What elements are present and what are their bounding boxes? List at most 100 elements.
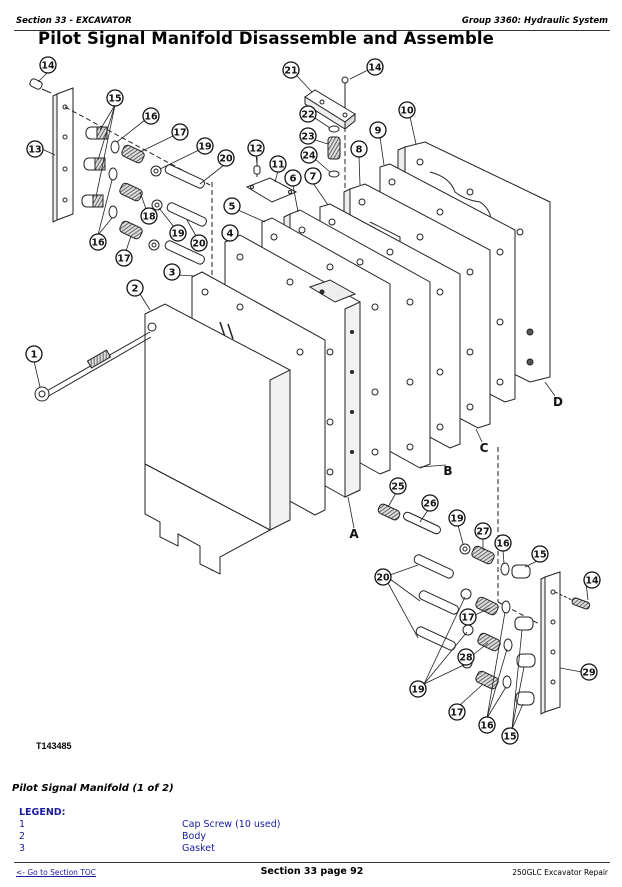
callout-circle	[269, 155, 287, 173]
callout-number: 3	[169, 268, 176, 279]
callout-11: 11	[269, 155, 287, 173]
callout-number: 17	[173, 128, 186, 139]
callout-number: 14	[41, 61, 55, 72]
callout-number: 4	[227, 229, 234, 240]
callout-8: 8	[350, 140, 368, 158]
legend-description: Cap Screw (10 used)	[182, 819, 281, 830]
callout-number: 20	[192, 239, 206, 250]
section-label: Section 33 - EXCAVATOR	[16, 16, 132, 26]
plugs-left	[81, 126, 108, 208]
callout-number: 19	[198, 142, 211, 153]
callout-circle	[299, 127, 317, 145]
callout-circle	[304, 167, 322, 185]
callout-number: 10	[400, 106, 414, 117]
callout-number: 19	[450, 514, 463, 525]
callout-number: 13	[28, 145, 41, 156]
callout-circle	[374, 568, 392, 586]
callout-number: 24	[302, 151, 316, 162]
callout-number: 20	[376, 573, 390, 584]
callout-circle	[398, 101, 416, 119]
callout-number: 16	[91, 238, 105, 249]
callout-number: 15	[503, 732, 516, 743]
callout-circle	[494, 534, 512, 552]
callout-15: 15	[531, 545, 549, 563]
callout-circle	[247, 139, 265, 157]
page-header: Section 33 - EXCAVATOR Group 3360: Hydra…	[14, 14, 610, 31]
callout-13: 13	[26, 140, 44, 158]
callout-circle	[39, 56, 57, 74]
callout-17: 17	[115, 249, 133, 267]
legend-row: 2 Body	[19, 831, 280, 843]
callout-28: 28	[457, 648, 475, 666]
callout-circle	[115, 249, 133, 267]
callout-circle	[501, 727, 519, 745]
callout-16: 16	[494, 534, 512, 552]
legend-number: 3	[19, 843, 26, 854]
cap-screw-1	[34, 331, 152, 402]
callout-14: 14	[39, 56, 57, 74]
book-title: 250GLC Excavator Repair	[512, 868, 608, 877]
callout-17: 17	[448, 703, 466, 721]
callout-circle	[26, 140, 44, 158]
callout-number: 15	[533, 550, 546, 561]
callout-number: 18	[142, 212, 156, 223]
callout-circle	[421, 494, 439, 512]
callout-circle	[106, 89, 124, 107]
assembly-label-D: D	[553, 395, 563, 409]
callout-24: 24	[300, 146, 318, 164]
callout-20: 20	[190, 234, 208, 252]
callout-circle	[448, 509, 466, 527]
callout-number: 28	[459, 653, 473, 664]
callout-circle	[366, 58, 384, 76]
figure-id: T143485	[36, 741, 72, 751]
callout-circle	[171, 123, 189, 141]
callout-27: 27	[474, 522, 492, 540]
callout-26: 26	[421, 494, 439, 512]
page-title: Pilot Signal Manifold Disassemble and As…	[38, 29, 494, 48]
callout-19: 19	[448, 509, 466, 527]
callout-20: 20	[217, 149, 235, 167]
callout-circle	[126, 279, 144, 297]
callout-19: 19	[409, 680, 427, 698]
callout-circle	[409, 680, 427, 698]
callout-12: 12	[247, 139, 265, 157]
callout-circle	[531, 545, 549, 563]
callout-circle	[299, 105, 317, 123]
callout-circle	[474, 522, 492, 540]
callout-17: 17	[459, 608, 477, 626]
callout-number: 15	[108, 94, 121, 105]
callout-number: 16	[144, 112, 158, 123]
cover-11	[245, 157, 298, 203]
callout-number: 25	[391, 482, 404, 493]
cover-21	[304, 76, 356, 178]
callout-9: 9	[369, 121, 387, 139]
callout-16: 16	[142, 107, 160, 125]
callout-number: 14	[368, 63, 382, 74]
legend-row: 3 Gasket	[19, 843, 280, 855]
callout-number: 5	[229, 202, 236, 213]
callout-number: 23	[301, 132, 314, 143]
callout-10: 10	[398, 101, 416, 119]
callout-circle	[221, 224, 239, 242]
callout-circle	[140, 207, 158, 225]
legend-heading: LEGEND:	[19, 807, 66, 818]
callout-circle	[169, 224, 187, 242]
callout-1: 1	[25, 345, 43, 363]
callout-number: 17	[450, 708, 463, 719]
callout-number: 12	[249, 144, 262, 155]
callout-number: 19	[411, 685, 424, 696]
legend: LEGEND: 1 Cap Screw (10 used) 2 Body 3 G…	[19, 807, 280, 855]
section-toc-link[interactable]: <- Go to Section TOC	[16, 868, 97, 877]
callout-17: 17	[171, 123, 189, 141]
callout-number: 16	[480, 721, 494, 732]
assembly-label-C: C	[480, 441, 489, 455]
callout-circle	[389, 477, 407, 495]
callout-20: 20	[374, 568, 392, 586]
callout-number: 2	[132, 284, 139, 295]
callout-circle	[89, 233, 107, 251]
callout-15: 15	[501, 727, 519, 745]
end-plate-left	[52, 87, 74, 223]
callout-circle	[583, 571, 601, 589]
callout-circle	[459, 608, 477, 626]
body-2	[144, 303, 291, 575]
